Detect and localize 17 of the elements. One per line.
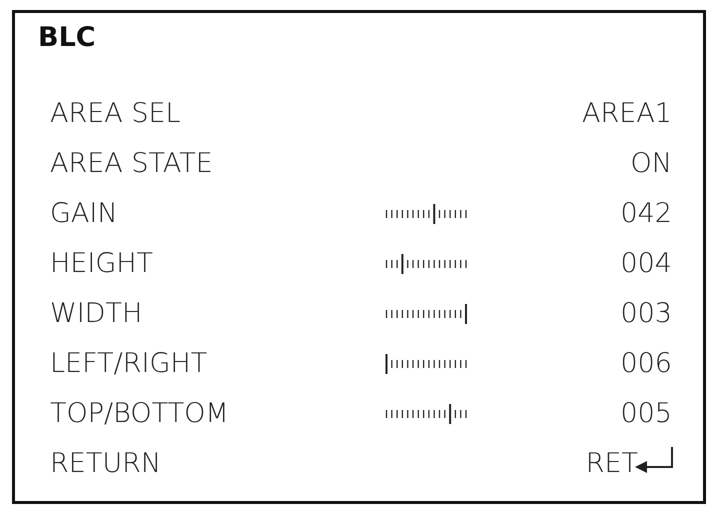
menu-item-label: TOP/BOTTOM [50, 398, 229, 430]
menu-item-label: WIDTH [50, 298, 142, 330]
menu-item-label: AREA STATE [50, 148, 213, 180]
menu-item-value: ON [630, 148, 672, 180]
menu-item-value: 006 [620, 348, 672, 380]
menu-item-value: RET [586, 448, 638, 480]
menu-item-label: AREA SEL [50, 98, 181, 130]
menu-item-label: HEIGHT [50, 248, 154, 280]
menu-item-label: LEFT/RIGHT [50, 348, 208, 380]
menu-item-value: AREA1 [582, 98, 672, 130]
menu-item-value: 003 [620, 298, 672, 330]
menu-item-value: 004 [620, 248, 672, 280]
menu-item-value: 005 [620, 398, 672, 430]
menu-item-label: GAIN [50, 198, 118, 230]
menu-title: BLC [38, 22, 96, 53]
menu-item-value: 042 [620, 198, 672, 230]
menu-item-label: RETURN [50, 448, 162, 480]
